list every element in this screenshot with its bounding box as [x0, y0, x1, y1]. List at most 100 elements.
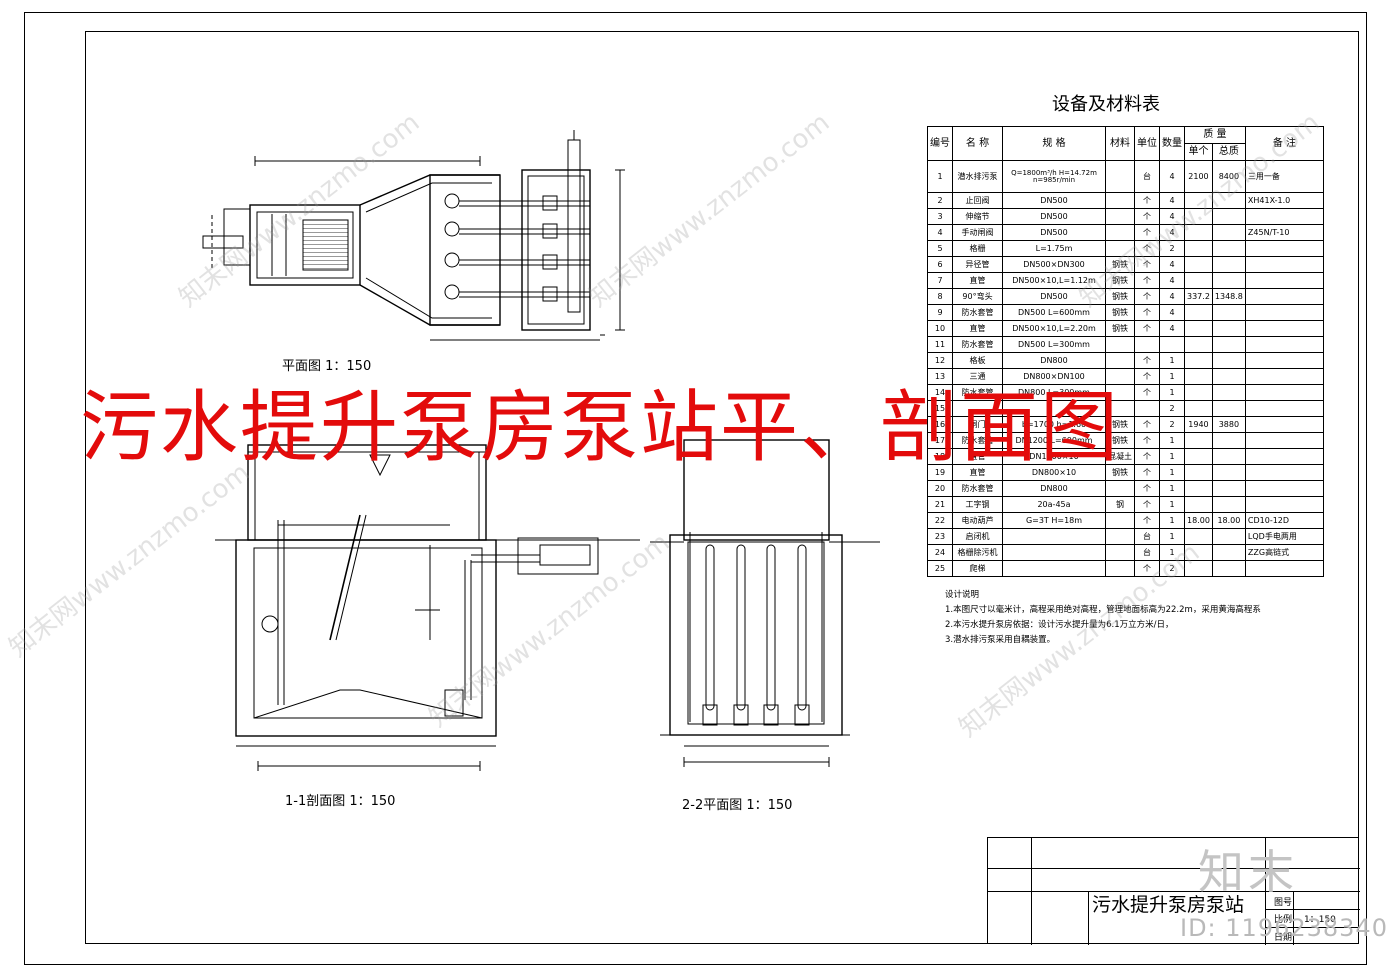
row-spec: DN500 [1002, 224, 1106, 241]
row-spec: Q=1800m³/h H=14.72m n=985r/min [1002, 160, 1106, 193]
design-note-1: 1.本图尺寸以毫米计，高程采用绝对高程，管理地面标高为22.2m，采用黄海高程系 [945, 605, 1261, 615]
row-name: 90°弯头 [952, 288, 1003, 305]
row-no: 8 [927, 288, 953, 305]
header-spec: 规 格 [1002, 126, 1106, 161]
row-total-weight [1211, 352, 1246, 369]
row-remark [1244, 448, 1324, 465]
row-no: 3 [927, 208, 953, 225]
row-remark [1244, 432, 1324, 449]
row-unit-weight: 1940 [1184, 416, 1213, 433]
row-material: 钢铁 [1105, 320, 1135, 337]
row-total-weight [1211, 464, 1246, 481]
row-no: 20 [927, 480, 953, 497]
row-unit: 台 [1134, 160, 1160, 193]
plan-view-drawing [202, 130, 625, 341]
row-spec: DN500×10,L=2.20m [1002, 320, 1106, 337]
row-remark: CD10-12D [1244, 512, 1324, 529]
tb-rule [1031, 838, 1032, 945]
row-name: 手动闸阀 [952, 224, 1003, 241]
row-total-weight [1211, 496, 1246, 513]
row-total-weight [1211, 448, 1246, 465]
row-no: 24 [927, 544, 953, 561]
row-unit-weight [1184, 464, 1213, 481]
row-unit-weight [1184, 320, 1213, 337]
row-total-weight: 18.00 [1211, 512, 1246, 529]
design-notes-title: 设计说明 [945, 590, 980, 600]
row-unit-weight [1184, 400, 1213, 417]
row-remark [1244, 320, 1324, 337]
row-unit: 个 [1134, 496, 1160, 513]
row-qty: 2 [1159, 560, 1185, 577]
row-qty: 1 [1159, 384, 1185, 401]
row-spec: 20a-45a [1002, 496, 1106, 513]
row-unit: 个 [1134, 384, 1160, 401]
equipment-table-title: 设备及材料表 [1052, 94, 1160, 115]
row-total-weight: 3880 [1211, 416, 1246, 433]
row-no: 25 [927, 560, 953, 577]
section-1-1-drawing [215, 444, 640, 771]
section-1-1-caption: 1-1剖面图 1：150 [285, 794, 396, 809]
row-total-weight [1211, 240, 1246, 257]
row-qty: 1 [1159, 448, 1185, 465]
row-no: 7 [927, 272, 953, 289]
row-no: 21 [927, 496, 953, 513]
row-spec: DN500 L=300mm [1002, 336, 1106, 353]
row-remark [1244, 560, 1324, 577]
row-unit: 台 [1134, 528, 1160, 545]
row-total-weight [1211, 544, 1246, 561]
row-unit-weight [1184, 240, 1213, 257]
row-material [1105, 544, 1135, 561]
row-total-weight [1211, 336, 1246, 353]
watermark-logo: 知末 [1198, 845, 1298, 899]
title-block [987, 837, 1360, 945]
row-no: 22 [927, 512, 953, 529]
row-name: 伸缩节 [952, 208, 1003, 225]
row-qty: 2 [1159, 416, 1185, 433]
row-unit [1134, 336, 1160, 353]
row-unit-weight [1184, 432, 1213, 449]
row-total-weight [1211, 368, 1246, 385]
row-total-weight: 1348.8 [1211, 288, 1246, 305]
row-remark: 三用一备 [1244, 160, 1324, 193]
header-material: 材料 [1105, 126, 1135, 161]
drawing-big-title: 污水提升泵房泵站平、剖面图 [80, 383, 1121, 473]
row-material [1105, 192, 1135, 209]
outer-border [24, 12, 1367, 965]
row-name: 防水套管 [952, 480, 1003, 497]
row-unit: 个 [1134, 352, 1160, 369]
row-unit: 个 [1134, 432, 1160, 449]
row-total-weight [1211, 224, 1246, 241]
row-name: 工字钢 [952, 496, 1003, 513]
row-remark: XH41X-1.0 [1244, 192, 1324, 209]
tb-rule [988, 891, 1360, 892]
row-qty: 1 [1159, 480, 1185, 497]
row-material [1105, 512, 1135, 529]
row-spec [1002, 544, 1106, 561]
row-name: 直管 [952, 320, 1003, 337]
row-unit-weight [1184, 352, 1213, 369]
row-qty: 4 [1159, 320, 1185, 337]
row-unit-weight [1184, 304, 1213, 321]
row-spec: G=3T H=18m [1002, 512, 1106, 529]
row-qty [1159, 336, 1185, 353]
plan-view-caption: 平面图 1：150 [282, 359, 372, 374]
tb-rule [988, 868, 1360, 869]
row-no: 11 [927, 336, 953, 353]
row-remark [1244, 480, 1324, 497]
row-qty: 4 [1159, 272, 1185, 289]
row-unit-weight: 18.00 [1184, 512, 1213, 529]
row-remark [1244, 336, 1324, 353]
row-name: 防水套管 [952, 336, 1003, 353]
row-total-weight [1211, 432, 1246, 449]
